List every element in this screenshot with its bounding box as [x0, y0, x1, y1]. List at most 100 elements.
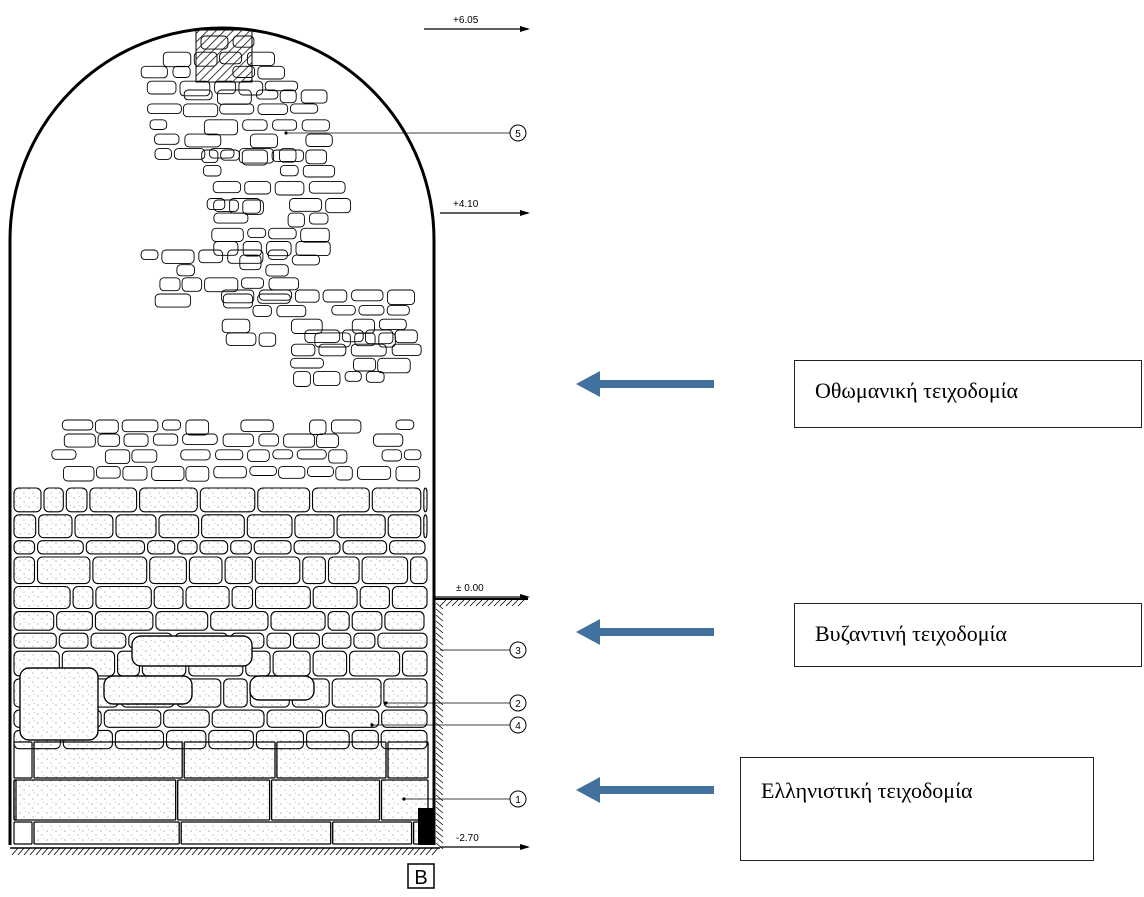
stone: [37, 540, 84, 555]
stone: [58, 632, 89, 649]
soil-hatch-line: [435, 746, 444, 754]
stone: [154, 148, 172, 160]
stone: [123, 433, 149, 447]
soil-hatch-line: [377, 847, 385, 856]
soil-hatch-line: [435, 806, 444, 814]
stone: [279, 148, 297, 163]
soil-hatch-line: [59, 847, 67, 856]
stone: [293, 540, 341, 555]
soil-hatch-line: [475, 599, 483, 607]
stone: [213, 465, 247, 479]
stone: [188, 556, 223, 585]
soil-hatch-line: [233, 847, 241, 856]
stone: [336, 514, 386, 539]
stone: [139, 487, 198, 513]
marker-2-label: 2: [515, 699, 521, 710]
stone: [163, 709, 210, 728]
stone: [180, 449, 211, 461]
soil-hatch-line: [347, 847, 355, 856]
stone: [423, 514, 428, 539]
stone: [327, 556, 360, 585]
stone: [140, 65, 168, 79]
stone: [257, 487, 311, 513]
stone: [224, 556, 253, 585]
soil-hatch-line: [517, 599, 525, 607]
stone: [267, 249, 288, 260]
stone: [313, 371, 341, 387]
level-marker-top: +6.05: [424, 15, 530, 32]
stone: [185, 465, 210, 482]
stone: [13, 821, 33, 845]
stone: [342, 540, 388, 555]
soil-hatch-line: [269, 847, 277, 856]
stone: [328, 449, 348, 464]
stone: [300, 227, 330, 243]
stone: [43, 487, 64, 513]
stone: [274, 181, 305, 196]
soil-hatch-line: [257, 847, 265, 856]
stone: [353, 632, 376, 649]
stone: [33, 821, 180, 845]
stone: [391, 585, 428, 610]
stone: [252, 304, 272, 317]
stone: [246, 514, 293, 539]
level-marker-base: -2.70: [440, 833, 530, 850]
soil-hatch-line: [505, 599, 513, 607]
stone: [309, 419, 327, 435]
stone: [201, 514, 245, 539]
soil-hatch-line: [435, 662, 444, 670]
soil-hatch-line: [35, 847, 43, 856]
stone: [289, 198, 323, 212]
stone: [341, 329, 364, 343]
label-hellenist-text: Ελληνιστική τειχοδομία: [761, 778, 973, 803]
soil-hatch-line: [119, 847, 127, 856]
soil-hatch-line: [317, 847, 325, 856]
stone: [122, 465, 148, 481]
soil-hatch-line: [77, 847, 85, 856]
soil-hatch-line: [435, 698, 444, 706]
soil-hatch-line: [445, 599, 453, 607]
stone: [257, 103, 289, 115]
stone: [291, 254, 320, 266]
stone: [381, 709, 428, 728]
soil-hatch-line: [83, 847, 91, 856]
stone: [357, 465, 392, 480]
soil-hatch-line: [469, 599, 477, 607]
soil-hatch-line: [185, 847, 193, 856]
soil-hatch-line: [161, 847, 169, 856]
stone: [294, 289, 320, 303]
stone: [344, 371, 362, 382]
stone: [332, 821, 413, 845]
soil-hatch-line: [47, 847, 55, 856]
stone: [239, 254, 262, 271]
stone: [423, 487, 428, 513]
stone: [221, 289, 255, 304]
stone: [268, 227, 297, 240]
soil-hatch-line: [435, 680, 444, 688]
soil-hatch-line: [435, 692, 444, 700]
soil-hatch-line: [499, 599, 507, 607]
soil-hatch-line: [305, 847, 313, 856]
soil-hatch-line: [435, 632, 444, 640]
stone: [350, 343, 387, 357]
stone: [151, 465, 185, 481]
stone: [373, 433, 404, 447]
stone: [331, 678, 382, 708]
stone: [349, 650, 401, 677]
stone: [302, 556, 326, 585]
stone: [265, 264, 289, 277]
level-label-mid: +4.10: [453, 199, 479, 210]
stone: [278, 465, 306, 479]
stone: [13, 632, 57, 649]
stone: [63, 465, 95, 482]
stone: [162, 419, 181, 431]
stone: [410, 556, 428, 585]
soil-hatch-line: [435, 614, 444, 622]
stone: [270, 779, 381, 821]
stone: [158, 514, 200, 539]
soil-hatch-line: [439, 599, 447, 607]
stone: [225, 332, 257, 346]
soil-hatch-line: [435, 794, 444, 802]
